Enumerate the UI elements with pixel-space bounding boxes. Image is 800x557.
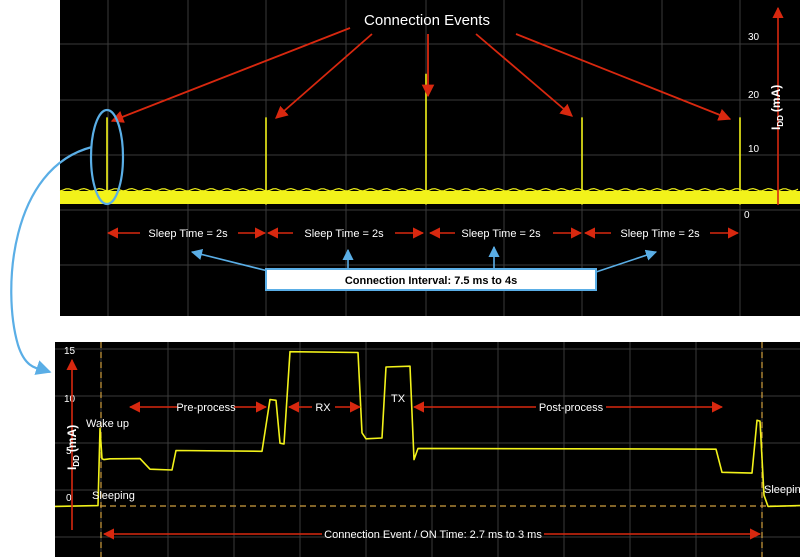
bottom-y-tick: 15 bbox=[64, 346, 76, 357]
sleep-time-label: Sleep Time = 2s bbox=[148, 228, 228, 240]
red-arrow-icon bbox=[515, 33, 732, 121]
top-y-tick: 20 bbox=[748, 90, 760, 101]
current-trace bbox=[55, 350, 800, 508]
red-arrow-icon bbox=[275, 33, 373, 119]
connection-interval-callout: Connection Interval: 7.5 ms to 4s bbox=[190, 245, 658, 291]
curved-callout-arrow-icon bbox=[10, 145, 93, 375]
red-arrow-icon bbox=[110, 27, 351, 123]
bottom-y-tick: 10 bbox=[64, 394, 76, 405]
bottom-y-tick: 0 bbox=[66, 493, 72, 504]
svg-text:IDD(mA): IDD(mA) bbox=[65, 425, 81, 470]
bottom-y-tick: 5 bbox=[66, 446, 72, 457]
bottom-y-ticks: 15 10 5 0 bbox=[64, 346, 76, 504]
top-y-tick: 30 bbox=[748, 32, 760, 43]
connection-interval-box bbox=[265, 268, 597, 291]
red-arrow-icon bbox=[475, 33, 573, 117]
top-y-axis-label: IDD(mA) bbox=[769, 85, 785, 130]
connection-event-arrows bbox=[110, 27, 732, 123]
top-baseline-band bbox=[60, 191, 800, 204]
callout-ellipse-icon bbox=[89, 108, 125, 206]
on-time-label: Connection Event / ON Time: 2.7 ms to 3 … bbox=[324, 529, 542, 541]
bottom-scope-grid bbox=[55, 342, 800, 557]
sleep-time-label: Sleep Time = 2s bbox=[304, 228, 384, 240]
blue-arrow-icon bbox=[595, 249, 658, 273]
sleeping-label-right: Sleepin bbox=[764, 484, 800, 496]
bottom-y-axis-label: IDD(mA) bbox=[65, 425, 81, 470]
top-connection-spikes bbox=[106, 73, 741, 205]
connection-interval-label: Connection Interval: 7.5 ms to 4s bbox=[345, 275, 517, 287]
connection-events-title: Connection Events bbox=[364, 12, 490, 29]
baseline-noise-line bbox=[59, 187, 799, 192]
top-y-tick: 0 bbox=[744, 210, 750, 221]
rx-label: RX bbox=[315, 402, 331, 414]
top-scope-background bbox=[60, 0, 800, 316]
top-scope-grid bbox=[60, 0, 800, 316]
sleep-time-label: Sleep Time = 2s bbox=[461, 228, 541, 240]
blue-arrow-icon bbox=[190, 249, 273, 273]
pre-process-label: Pre-process bbox=[176, 402, 236, 414]
top-scope-panel: 30 20 10 0 IDD(mA) Connection Events Sle… bbox=[59, 0, 800, 316]
sleeping-label-left: Sleeping bbox=[92, 490, 135, 502]
post-process-label: Post-process bbox=[539, 402, 604, 414]
tx-label: TX bbox=[391, 393, 406, 405]
top-y-ticks: 30 20 10 0 bbox=[744, 32, 760, 221]
wake-up-label: Wake up bbox=[86, 418, 129, 430]
svg-text:IDD(mA): IDD(mA) bbox=[769, 85, 785, 130]
top-baseline-noise bbox=[59, 187, 799, 192]
sleep-time-markers: Sleep Time = 2s Sleep Time = 2s Sleep Ti… bbox=[106, 227, 740, 240]
bottom-scope-panel: 15 10 5 0 IDD(mA) Wake up Sleeping Sleep… bbox=[55, 342, 800, 557]
sleep-time-label: Sleep Time = 2s bbox=[620, 228, 700, 240]
top-y-tick: 10 bbox=[748, 144, 760, 155]
